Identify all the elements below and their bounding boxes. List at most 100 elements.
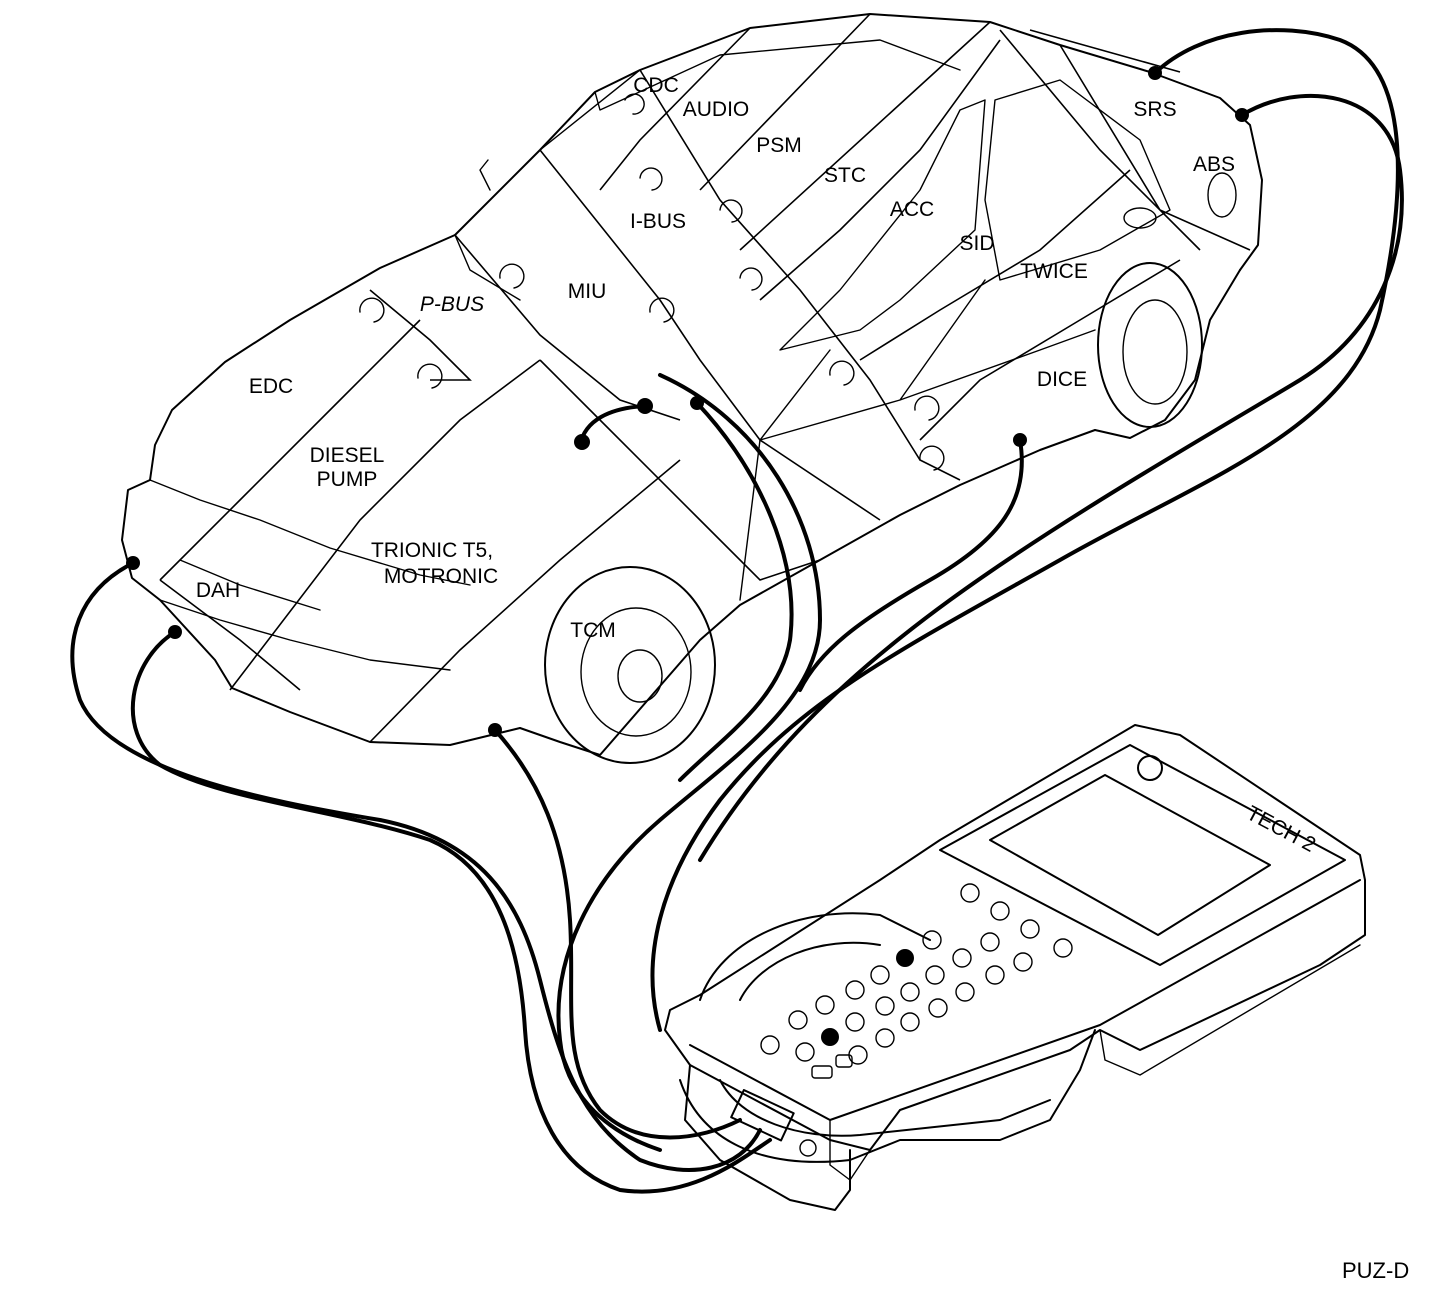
label-pump: PUMP [317,468,378,491]
module-labels: CDC AUDIO PSM SRS ABS STC I-BUS ACC SID … [196,74,1235,642]
cable-sub [678,401,794,782]
key[interactable] [1053,938,1073,958]
car-body [121,13,1263,764]
key[interactable] [870,965,890,985]
label-srs: SRS [1133,98,1176,121]
cable-miu [556,373,823,1152]
label-pbus: P-BUS [420,293,484,316]
figure-reference: PUZ-D [1342,1258,1409,1283]
diagnostic-tester: TECH 2 [664,724,1366,1211]
tester-power-knob[interactable] [1137,755,1163,781]
tester-port-screw [799,1139,817,1157]
puzzle-tab-10 [914,395,940,421]
key[interactable] [845,1012,865,1032]
side-window-rear [984,79,1171,281]
tester-front-edge [689,879,1361,1121]
grille [159,559,451,671]
tester-strap [679,912,1096,1163]
puzzle-tab-6 [417,363,443,389]
cable-srs [650,28,1400,1032]
car-hood-outline [149,234,456,481]
key[interactable] [922,930,942,950]
label-ibus: I-BUS [630,210,686,233]
rear-light [1207,172,1237,218]
key[interactable] [875,1028,895,1048]
cable-tcm [493,728,742,1140]
label-acc: ACC [890,198,934,221]
key[interactable] [788,1010,808,1030]
label-diesel: DIESEL [310,444,385,467]
connector-loop-b [637,398,653,414]
seam-15 [1029,29,1181,73]
label-stc: STC [824,164,866,187]
front-wheel-hub [617,649,663,703]
cable-dice [798,438,1024,692]
key[interactable] [980,932,1000,952]
front-wheel [544,566,716,764]
tester-connector-block [684,1064,851,1211]
key[interactable] [795,1042,815,1062]
connector-tcm [488,723,502,737]
key[interactable] [990,901,1010,921]
seam-13 [369,459,681,743]
cable-dah [70,561,762,1172]
key-rect[interactable] [811,1065,833,1079]
side-window-front [779,99,986,351]
key[interactable] [955,982,975,1002]
seam-1 [539,149,881,521]
connector-dah [126,556,140,570]
label-psm: PSM [756,134,802,157]
tester-top-panel [939,744,1346,966]
key[interactable] [952,948,972,968]
key-rect[interactable] [835,1054,853,1068]
tester-keypad [760,883,1073,1079]
connector-miu [690,396,704,410]
front-wheel-rim [580,607,692,737]
label-miu: MIU [568,280,607,303]
tester-dlc-port[interactable] [730,1088,795,1142]
seam-9 [919,259,1181,441]
key[interactable] [760,1035,780,1055]
key[interactable] [845,980,865,1000]
puzzle-tab-1 [624,93,645,115]
label-tcm: TCM [570,619,616,642]
seam-14 [159,579,301,691]
puzzle-tab-9 [829,360,855,386]
key[interactable] [960,883,980,903]
label-trionic: TRIONIC T5, [371,539,493,562]
key-dark[interactable] [896,949,914,967]
mirror [1123,207,1157,229]
puzzle-tab-8 [649,297,675,323]
key[interactable] [928,998,948,1018]
tester-screen [989,774,1271,936]
car-roof-outline [454,13,1263,271]
label-audio: AUDIO [683,98,750,121]
seam-3 [369,289,472,381]
connector-srs [1148,66,1162,80]
label-motronic: MOTRONIC [384,565,498,588]
cable-abs [698,93,1404,862]
label-abs: ABS [1193,153,1235,176]
connector-dice [1013,433,1027,447]
label-dah: DAH [196,579,240,602]
seam-11 [229,359,541,691]
key[interactable] [875,996,895,1016]
label-twice: TWICE [1020,260,1088,283]
rear-wheel [1097,262,1203,428]
puzzle-tab-7 [499,263,525,289]
key[interactable] [1013,952,1033,972]
key[interactable] [985,965,1005,985]
key[interactable] [925,965,945,985]
key-dark[interactable] [821,1028,839,1046]
car-sill-outline [519,429,1096,756]
connector-loop-a [574,434,590,450]
key[interactable] [900,982,920,1002]
key[interactable] [815,995,835,1015]
puzzle-tab-4 [739,267,763,291]
key[interactable] [900,1012,920,1032]
seam-8 [859,169,1131,361]
car-front-outline [121,479,521,746]
headlight [149,479,471,586]
key[interactable] [1020,919,1040,939]
